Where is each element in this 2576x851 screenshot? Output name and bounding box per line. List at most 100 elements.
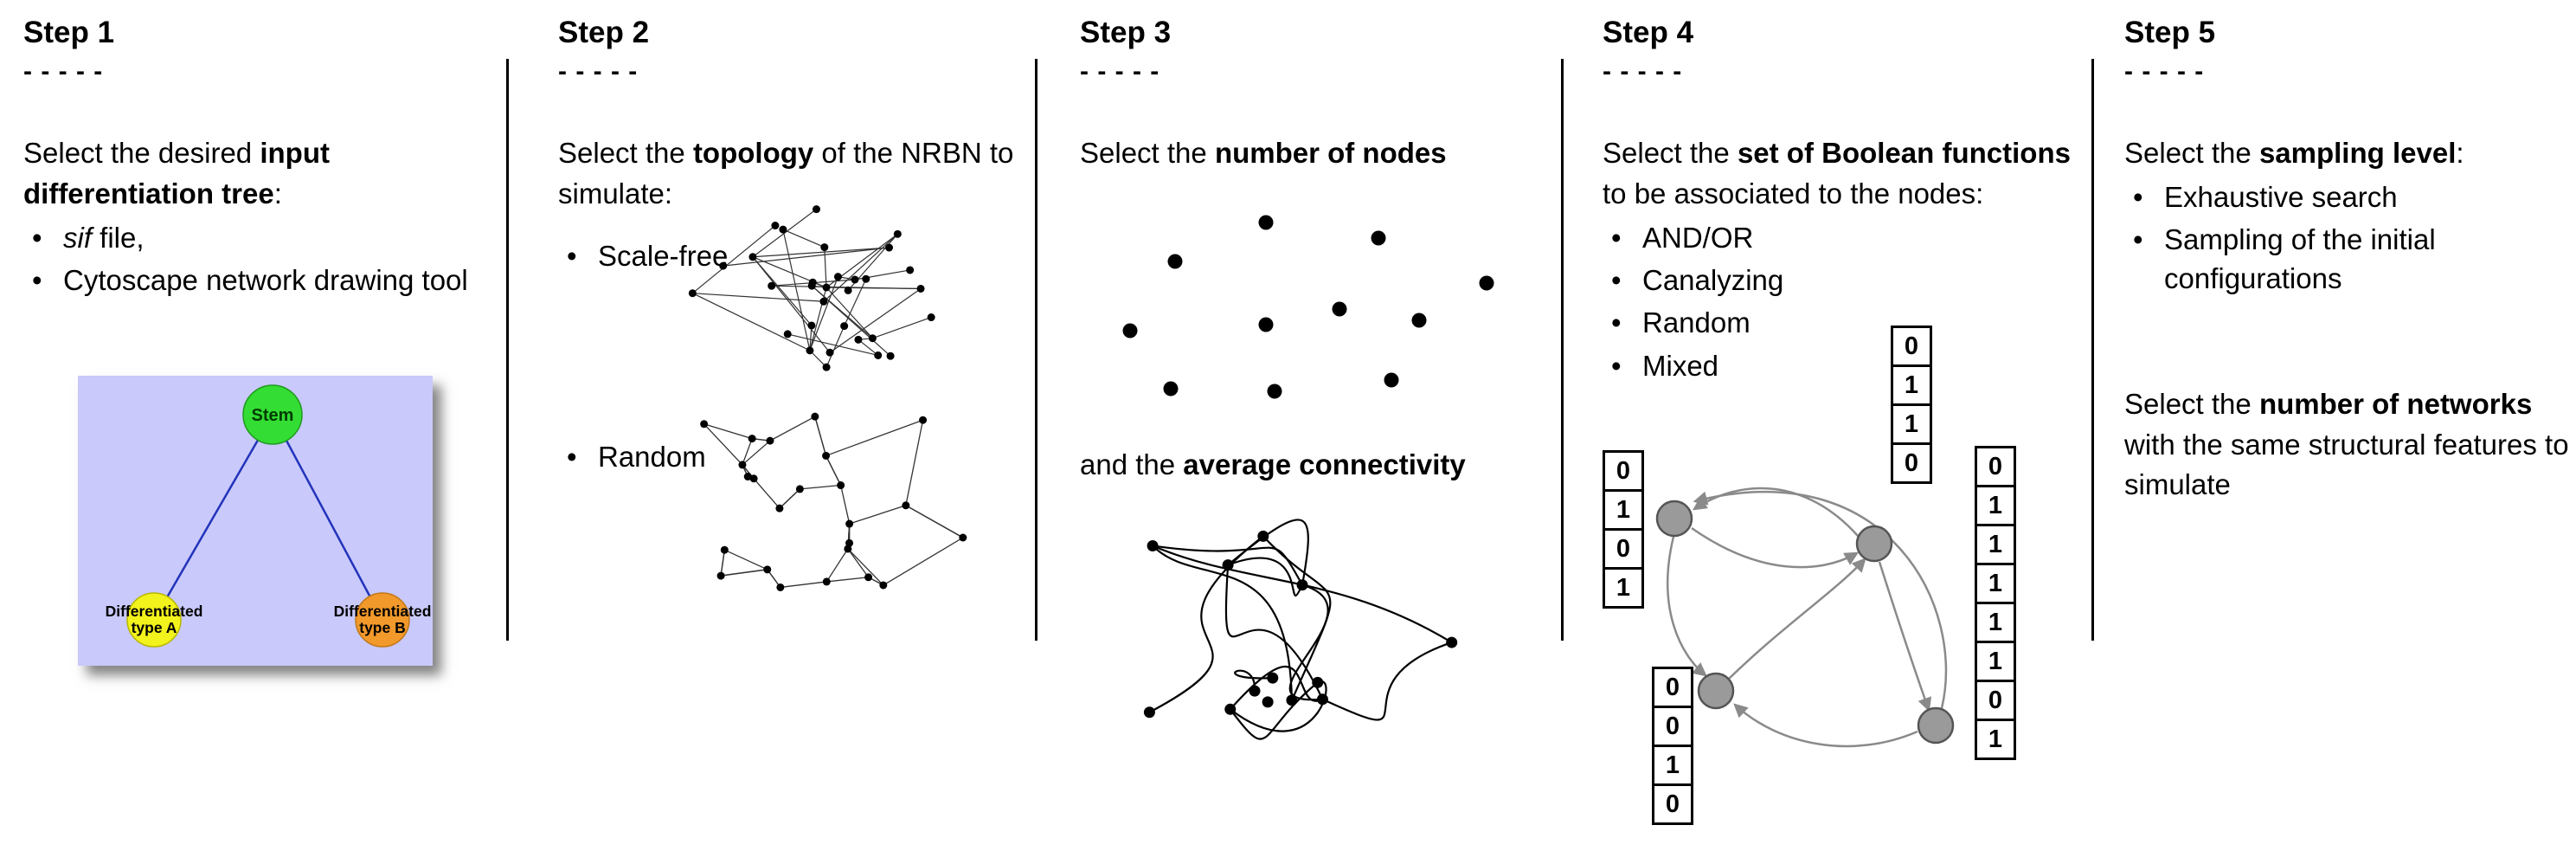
- bullet-label: Canalyzing: [1642, 264, 1784, 297]
- step-1-intro: Select the desired input differentiation…: [23, 133, 510, 215]
- regulation-arrow: [1667, 536, 1707, 677]
- bullet-canalyzing: •Canalyzing: [1603, 261, 2087, 300]
- bullet-and-or: •AND/OR: [1603, 219, 2087, 257]
- intro-text: of the NRBN to simulate:: [558, 137, 1014, 210]
- intro-bold-text: sampling level: [2258, 137, 2457, 170]
- bullet-exhaustive-search: •Exhaustive search: [2124, 178, 2570, 216]
- truth-table-top: 0 1 1 0: [1891, 326, 1932, 484]
- stem-label: Stem: [252, 406, 294, 425]
- step-5-title: Step 5: [2124, 16, 2216, 49]
- intro-text: Select the: [2124, 137, 2259, 170]
- bullet-label: Sampling of the initial configurations: [2164, 223, 2436, 294]
- step-4-dashes: - - - - -: [1603, 57, 1683, 87]
- step-3-title: Step 3: [1080, 16, 1172, 49]
- truth-cell: 1: [1891, 403, 1932, 445]
- truth-cell: 0: [1975, 446, 2016, 487]
- step-4-intro: Select the set of Boolean functions to b…: [1603, 133, 2087, 215]
- intro-bold-text: topology: [692, 137, 814, 170]
- intro-text: Select the: [1603, 137, 1738, 170]
- step-1-dashes: - - - - -: [23, 57, 104, 87]
- truth-cell: 1: [1975, 719, 2016, 760]
- truth-cell: 1: [1975, 524, 2016, 565]
- boolean-node: [1655, 500, 1693, 538]
- intro-bold-text: number of networks: [2258, 387, 2533, 420]
- bullet-label: Scale-free: [598, 239, 729, 272]
- truth-cell: 0: [1603, 450, 1644, 492]
- intro-bold-text: input differentiation tree: [23, 137, 330, 210]
- intro-bold-text: set of Boolean functions: [1737, 137, 2071, 170]
- step-3-dashes: - - - - -: [1080, 57, 1160, 87]
- scale-free-network-illustration: [688, 205, 935, 371]
- bullet-glyph: •: [32, 221, 42, 254]
- step-1-column: Step 1 - - - - - Select the desired inpu…: [23, 0, 510, 666]
- bullet-label: AND/OR: [1642, 221, 1754, 254]
- truth-cell: 1: [1975, 641, 2016, 682]
- step-5-intro: Select the sampling level:: [2124, 133, 2570, 174]
- nodes-dots-illustration: [1122, 215, 1494, 399]
- truth-cell: 0: [1603, 528, 1644, 570]
- step-5-dashes: - - - - -: [2124, 57, 2205, 87]
- column-separator: [1561, 59, 1564, 641]
- step-3-column: Step 3 - - - - - Select the number of no…: [1080, 0, 1564, 777]
- bullet-glyph: •: [567, 239, 577, 272]
- bullet-label: Random: [1642, 306, 1751, 339]
- truth-cell: 1: [1652, 745, 1693, 786]
- column-separator: [2091, 59, 2094, 641]
- step-5-second-paragraph: Select the number of networks with the s…: [2124, 384, 2570, 506]
- step-5-column: Step 5 - - - - - Select the sampling lev…: [2124, 0, 2570, 506]
- bullet-label: Mixed: [1642, 349, 1719, 382]
- tree-edge-right: [271, 414, 384, 621]
- bullet-sampling-initial-configurations: • Sampling of the initial configurations: [2124, 221, 2570, 297]
- bullet-glyph: •: [2133, 181, 2143, 214]
- sif-italic: sif: [63, 221, 92, 254]
- bullet-glyph: •: [32, 264, 42, 297]
- truth-cell: 1: [1975, 485, 2016, 526]
- step-2-column: Step 2 - - - - - Select the topology of …: [558, 0, 1038, 591]
- boolean-node: [1697, 672, 1735, 710]
- bullet-random-functions: •Random: [1603, 304, 2087, 342]
- step-4-title: Step 4: [1603, 16, 1694, 49]
- column-separator: [506, 59, 509, 641]
- truth-table-bottom-left: 0 0 1 0: [1652, 667, 1693, 825]
- bullet-sif-file: • sif file,: [23, 219, 510, 257]
- truth-cell: 1: [1975, 602, 2016, 643]
- regulation-arrow: [1733, 703, 1918, 748]
- step-2-title: Step 2: [558, 16, 650, 49]
- bullet-mixed: •Mixed: [1603, 347, 2087, 385]
- regulation-arrow: [1878, 561, 1932, 712]
- step-2-intro: Select the topology of the NRBN to simul…: [558, 133, 1038, 215]
- intro-text: :: [273, 177, 282, 210]
- tree-edge-left: [152, 414, 274, 621]
- intro-text: Select the: [558, 137, 693, 170]
- intro-text: Select the: [1080, 137, 1215, 170]
- regulation-arrow: [1692, 487, 1859, 537]
- intro-text: Select the desired: [23, 137, 260, 170]
- regulation-arrow: [1691, 526, 1860, 569]
- truth-cell: 0: [1891, 326, 1932, 367]
- intro-bold-text: average connectivity: [1183, 448, 1466, 481]
- truth-cell: 0: [1652, 706, 1693, 747]
- bullet-random: • Random: [558, 438, 1038, 476]
- intro-text: :: [2456, 137, 2464, 170]
- type-b-node: [355, 592, 410, 648]
- regulation-arrow: [1693, 490, 1948, 709]
- regulation-arrow: [1728, 558, 1866, 680]
- truth-cell: 0: [1652, 783, 1693, 825]
- bullet-glyph: •: [2133, 223, 2143, 256]
- boolean-network-svg: [1655, 487, 1955, 748]
- boolean-node: [1917, 706, 1955, 745]
- truth-cell: 1: [1891, 364, 1932, 406]
- bullet-label: sif file,: [63, 219, 145, 257]
- truth-cell: 0: [1652, 667, 1693, 708]
- bullet-text: file,: [92, 221, 145, 254]
- truth-cell: 1: [1603, 489, 1644, 531]
- step-2-dashes: - - - - -: [558, 57, 639, 87]
- bullet-scale-free: • Scale-free: [558, 237, 1038, 275]
- boolean-network-illustration: 0 1 0 1 0 1 1 0 0 0 1 0 0 1 1 1: [1603, 322, 2040, 851]
- random-network-illustration: [700, 412, 967, 591]
- step-3-intro: Select the number of nodes: [1080, 133, 1564, 174]
